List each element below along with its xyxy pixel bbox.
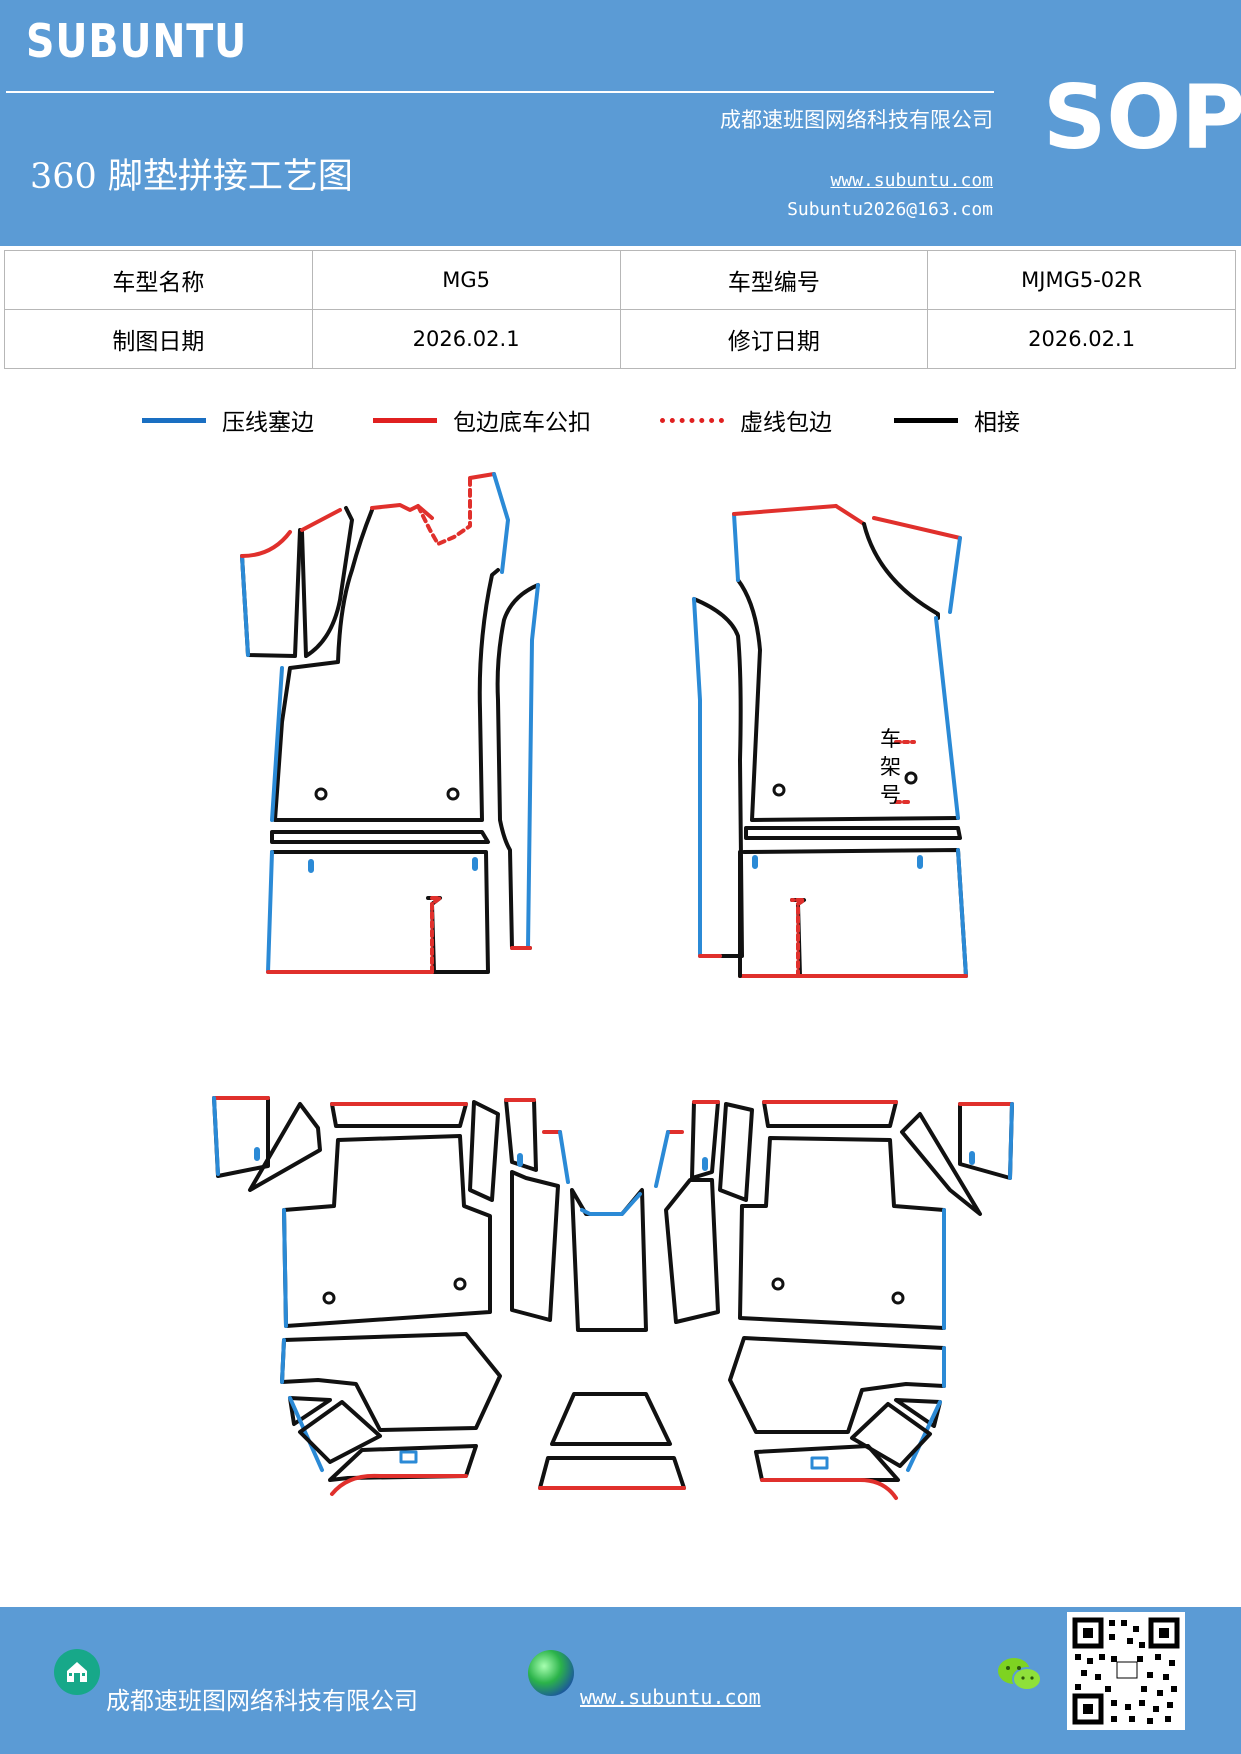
globe-icon <box>528 1650 574 1696</box>
revise-date-label: 修订日期 <box>619 309 929 369</box>
model-code-label: 车型编号 <box>619 250 929 310</box>
page-title: 360 脚垫拼接工艺图 <box>30 157 353 197</box>
header-company: 成都速班图网络科技有限公司 <box>720 108 993 132</box>
legend-label: 包边底车公扣 <box>453 410 591 436</box>
legend-label: 虚线包边 <box>740 410 832 436</box>
mat-rear-left <box>212 1096 570 1496</box>
legend-swatch-red-dotted <box>660 417 724 423</box>
wechat-icon[interactable] <box>996 1655 1044 1695</box>
mat-front-right <box>692 504 968 978</box>
house-icon <box>54 1649 100 1695</box>
footer-website-link[interactable]: www.subuntu.com <box>580 1685 761 1709</box>
legend-label: 相接 <box>974 410 1020 436</box>
header-banner: SUBUNTU 成都速班图网络科技有限公司 360 脚垫拼接工艺图 www.su… <box>0 0 1241 246</box>
legend-swatch-blue <box>142 417 206 423</box>
legend-swatch-red <box>373 417 437 423</box>
header-divider <box>6 91 994 93</box>
revise-date-value: 2026.02.1 <box>927 309 1236 369</box>
model-code-value: MJMG5-02R <box>927 250 1236 310</box>
draw-date-value: 2026.02.1 <box>311 309 621 369</box>
sop-badge: SOP <box>1043 66 1241 169</box>
table-row: 车型名称 MG5 车型编号 MJMG5-02R <box>4 250 1236 310</box>
legend-item-dotted-wrap: 虚线包边 <box>660 400 832 440</box>
model-name-value: MG5 <box>311 250 621 310</box>
header-website-link[interactable]: www.subuntu.com <box>830 170 993 191</box>
header-email[interactable]: Subuntu2026@163.com <box>787 199 993 220</box>
brand-logo: SUBUNTU <box>26 14 248 68</box>
legend-item-press-line: 压线塞边 <box>142 400 314 440</box>
vehicle-info-table: 车型名称 MG5 车型编号 MJMG5-02R 制图日期 2026.02.1 修… <box>4 250 1236 369</box>
footer-company: 成都速班图网络科技有限公司 <box>106 1687 418 1715</box>
frame-label-1: 车 <box>880 727 901 751</box>
mat-rear-right <box>654 1100 1014 1500</box>
legend-item-wrap-edge: 包边底车公扣 <box>373 400 591 440</box>
frame-label-3: 号 <box>880 783 901 807</box>
mat-rear-center <box>538 1188 686 1490</box>
draw-date-label: 制图日期 <box>4 309 313 369</box>
mat-front-left <box>240 472 540 974</box>
table-row: 制图日期 2026.02.1 修订日期 2026.02.1 <box>4 309 1236 369</box>
footer-banner: 成都速班图网络科技有限公司 www.subuntu.com <box>0 1607 1241 1754</box>
frame-label-2: 架 <box>880 755 901 779</box>
qr-code[interactable] <box>1067 1612 1185 1730</box>
legend-item-joint: 相接 <box>894 400 1020 440</box>
legend-label: 压线塞边 <box>222 410 314 436</box>
model-name-label: 车型名称 <box>4 250 313 310</box>
legend-swatch-black <box>894 417 958 423</box>
